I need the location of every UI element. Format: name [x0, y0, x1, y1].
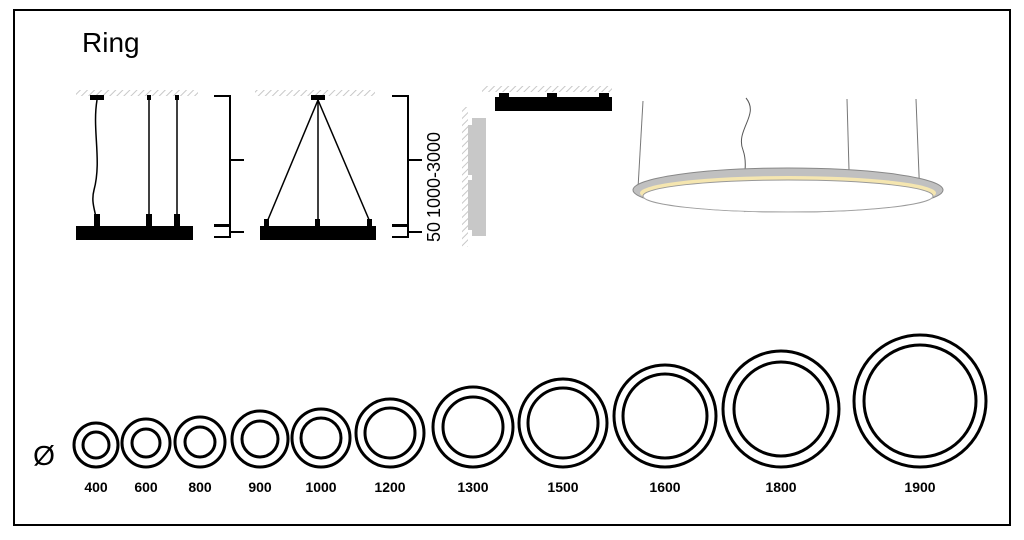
title: Ring: [82, 27, 140, 58]
ring-outer-circle: [120, 417, 172, 469]
ring-inner-circle: [441, 395, 505, 459]
diameter-symbol: Ø: [33, 440, 55, 471]
ring-size-label: 1300: [457, 479, 488, 495]
ring-size-1000: 1000: [290, 407, 352, 495]
lamp-body: [76, 226, 193, 240]
body-height-label: 50: [424, 222, 444, 242]
pendant-straight-view: [76, 90, 198, 240]
dimension-bracket: [214, 95, 244, 238]
ring-outer-circle: [230, 409, 290, 469]
ring-size-1800: 1800: [721, 349, 841, 495]
ring-inner-circle: [621, 372, 709, 460]
ring-size-label: 600: [134, 479, 158, 495]
wall-mount-view: [462, 107, 486, 247]
ring-size-label: 1500: [547, 479, 578, 495]
ring-inner-circle: [732, 360, 830, 458]
ring-outer-circle: [72, 421, 120, 469]
ring-size-1500: 1500: [517, 377, 609, 495]
ring-outer-circle: [612, 363, 718, 469]
ring-size-label: 1900: [904, 479, 935, 495]
pendant-triangle-view: [255, 90, 376, 240]
ring-inner-circle: [240, 419, 280, 459]
ring-size-label: 1800: [765, 479, 796, 495]
ring-size-1200: 1200: [354, 397, 426, 495]
ceiling-mount-view: [482, 86, 612, 111]
ring-size-800: 800: [173, 415, 227, 495]
ring-outer-circle: [517, 377, 609, 469]
ring-size-1300: 1300: [431, 385, 515, 495]
ring-size-900: 900: [230, 409, 290, 495]
ring-outer-circle: [290, 407, 352, 469]
ring-size-label: 1000: [305, 479, 336, 495]
ring-inner-circle: [363, 406, 417, 460]
ring-perspective-render: [632, 97, 944, 213]
ring-inner-circle: [81, 430, 111, 460]
ring-size-lineup: 400 600 800 900 1000 1200 1300 1500 1600 1800 1900: [72, 333, 988, 495]
frame-border: [13, 9, 1011, 526]
lamp-body: [260, 226, 376, 240]
ceiling-hatch: [76, 90, 198, 96]
power-cable: [92, 99, 98, 226]
ring-outer-circle: [431, 385, 515, 469]
ring-size-1600: 1600: [612, 363, 718, 495]
ring-size-label: 800: [188, 479, 212, 495]
height-range-label: 1000-3000: [424, 132, 444, 218]
ring-outer-circle: [721, 349, 841, 469]
ring-inner-circle: [130, 427, 162, 459]
ring-size-label: 1200: [374, 479, 405, 495]
ring-inner-circle: [526, 386, 600, 460]
ring-size-600: 600: [120, 417, 172, 495]
ring-outer-circle: [354, 397, 426, 469]
dimension-bracket: [392, 95, 422, 238]
ring-outer-circle: [852, 333, 988, 469]
ring-size-label: 1600: [649, 479, 680, 495]
ring-size-label: 400: [84, 479, 108, 495]
ring-size-1900: 1900: [852, 333, 988, 495]
ring-inner-circle: [183, 425, 217, 459]
ceiling-hatch: [255, 90, 375, 96]
ring-inner-circle: [862, 343, 978, 459]
ring-size-label: 900: [248, 479, 272, 495]
ring-size-400: 400: [72, 421, 120, 495]
ring-outer-circle: [173, 415, 227, 469]
ring-inner-circle: [299, 416, 343, 460]
